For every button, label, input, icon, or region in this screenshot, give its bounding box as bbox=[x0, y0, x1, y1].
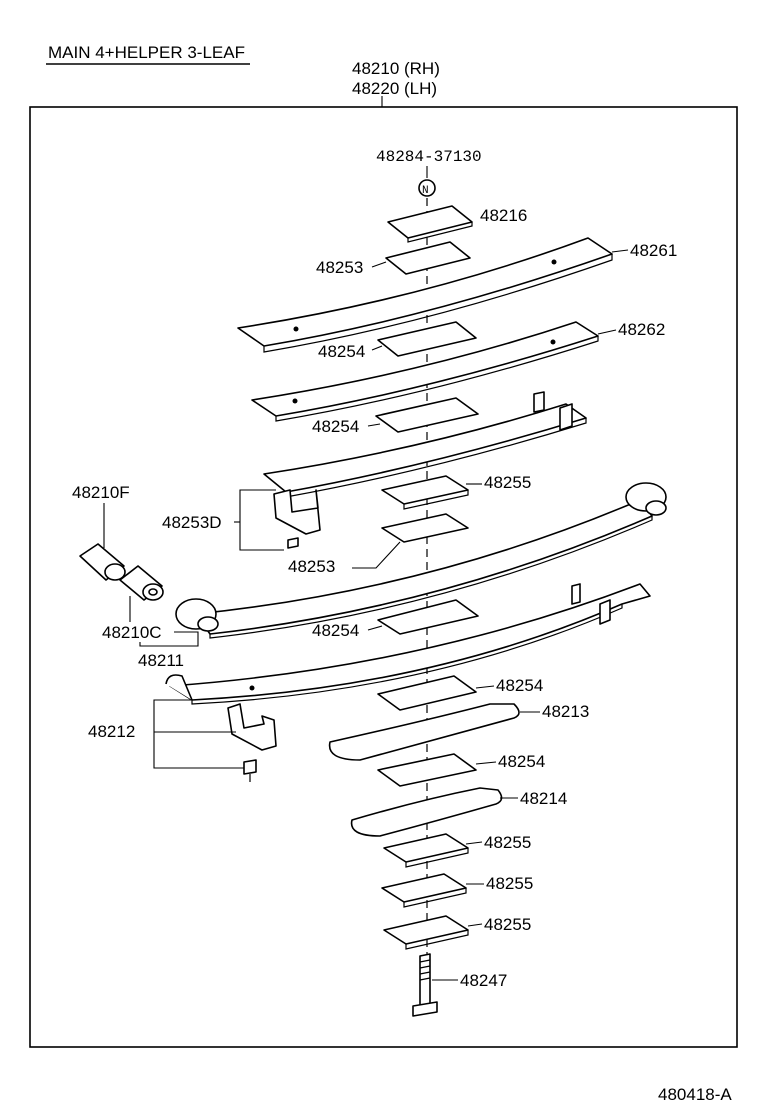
part-label-48253-mid: 48253 bbox=[288, 557, 335, 576]
part-label-48254-e: 48254 bbox=[498, 752, 545, 771]
part-label-48284: 48284-37130 bbox=[376, 148, 482, 166]
leader-48254-c bbox=[367, 625, 383, 631]
leader-48211-bracket bbox=[139, 631, 199, 647]
insert-48254-a bbox=[377, 321, 477, 357]
leader-48255-b bbox=[465, 841, 483, 845]
leader-48255-d bbox=[467, 923, 483, 927]
main-leaf-eye-left-icon bbox=[175, 598, 219, 632]
insert-48254-b bbox=[375, 397, 479, 433]
part-label-48213: 48213 bbox=[542, 702, 589, 721]
leaf-3-edge bbox=[285, 418, 587, 498]
leader-48254-a bbox=[371, 345, 383, 351]
spacer-48255-b-edge bbox=[405, 848, 469, 868]
part-label-48210C: 48210C bbox=[102, 623, 162, 642]
helper-leaf-1-edge bbox=[191, 604, 623, 705]
part-label-48212: 48212 bbox=[88, 722, 135, 741]
assembly-frame bbox=[29, 106, 738, 1048]
helper-leaf-1 bbox=[169, 583, 651, 701]
helper-leaf-1-hook bbox=[165, 674, 193, 701]
spacer-48255-a-edge bbox=[403, 490, 469, 510]
center-nut-icon bbox=[418, 179, 436, 197]
helper-leaf-48214 bbox=[350, 787, 503, 837]
spacer-48255-b bbox=[383, 833, 469, 863]
center-bolt-48247-icon bbox=[412, 953, 438, 1017]
assembly-rh-label: 48210 (RH) bbox=[352, 59, 440, 78]
leader-48253D bbox=[239, 489, 284, 551]
leader-48253-top bbox=[371, 261, 387, 268]
spacer-48255-d-edge bbox=[405, 930, 469, 950]
helper-leaf-1-tab bbox=[571, 583, 581, 605]
clip-48253D-rivet bbox=[287, 537, 299, 549]
pad-48216-edge bbox=[407, 222, 473, 243]
spacer-48255-c bbox=[381, 873, 467, 903]
spacer-48255-d bbox=[383, 915, 469, 945]
nut-symbol: N bbox=[422, 185, 429, 197]
part-label-48254-b: 48254 bbox=[312, 417, 359, 436]
spacer-48255-a bbox=[381, 475, 469, 505]
insert-48254-d bbox=[377, 675, 477, 711]
leader-48253-mid bbox=[352, 541, 401, 569]
spacer-48255-c-edge bbox=[403, 888, 467, 908]
insert-48254-e bbox=[377, 753, 477, 787]
bushing-48210C-icon bbox=[119, 565, 164, 601]
part-label-48261: 48261 bbox=[630, 241, 677, 260]
part-label-48255-d: 48255 bbox=[484, 915, 531, 934]
assembly-lh-label: 48220 (LH) bbox=[352, 79, 437, 98]
part-label-48216: 48216 bbox=[480, 206, 527, 225]
leader-48254-e bbox=[475, 761, 497, 765]
diagram-reference-code: 480418-A bbox=[658, 1085, 732, 1104]
part-label-48210F: 48210F bbox=[72, 483, 130, 502]
leaf-48261 bbox=[237, 237, 613, 347]
leaf-48261-hole-left bbox=[293, 326, 299, 332]
insert-48254-c bbox=[377, 599, 479, 635]
clip-48212-rivet bbox=[243, 759, 257, 775]
leaf-48261-hole-right bbox=[551, 259, 557, 265]
helper-leaf-48213 bbox=[328, 703, 520, 761]
insert-48253-top bbox=[385, 241, 471, 275]
pad-48216 bbox=[387, 205, 473, 239]
part-label-48253-top: 48253 bbox=[316, 258, 363, 277]
part-label-48255-b: 48255 bbox=[484, 833, 531, 852]
part-label-48254-c: 48254 bbox=[312, 621, 359, 640]
leader-48261 bbox=[611, 249, 629, 253]
part-label-48262: 48262 bbox=[618, 320, 665, 339]
clip-48253D bbox=[273, 489, 321, 535]
leaf-48261-edge bbox=[263, 254, 613, 353]
diagram-title: MAIN 4+HELPER 3-LEAF bbox=[48, 43, 245, 62]
leader-48254-b bbox=[367, 423, 381, 427]
leader-48254-d bbox=[475, 685, 495, 689]
part-label-48214: 48214 bbox=[520, 789, 567, 808]
leaf-48262-hole-left bbox=[292, 398, 298, 404]
leaf-3-clip-tab bbox=[533, 391, 545, 413]
part-label-48254-a: 48254 bbox=[318, 342, 365, 361]
part-label-48254-d: 48254 bbox=[496, 676, 543, 695]
main-leaf-48211-edge bbox=[209, 516, 653, 639]
insert-48253-mid bbox=[381, 513, 469, 543]
part-label-48247: 48247 bbox=[460, 971, 507, 990]
leaf-3-clip-side bbox=[559, 403, 573, 431]
part-label-48255-c: 48255 bbox=[486, 874, 533, 893]
clip-48212 bbox=[227, 703, 277, 751]
part-label-48255-a: 48255 bbox=[484, 473, 531, 492]
helper-leaf-1-hole bbox=[249, 685, 255, 691]
bushing-48210F-icon bbox=[79, 543, 126, 581]
leader-48262 bbox=[597, 329, 617, 335]
helper-leaf-1-clip bbox=[599, 599, 611, 625]
leader-48212-bracket bbox=[153, 699, 244, 769]
part-label-48253D: 48253D bbox=[162, 513, 222, 532]
leaf-48262-edge bbox=[275, 336, 599, 422]
part-label-48211: 48211 bbox=[138, 651, 184, 670]
leaf-48262-hole-right bbox=[550, 339, 556, 345]
main-leaf-eye-right-icon bbox=[625, 482, 667, 516]
